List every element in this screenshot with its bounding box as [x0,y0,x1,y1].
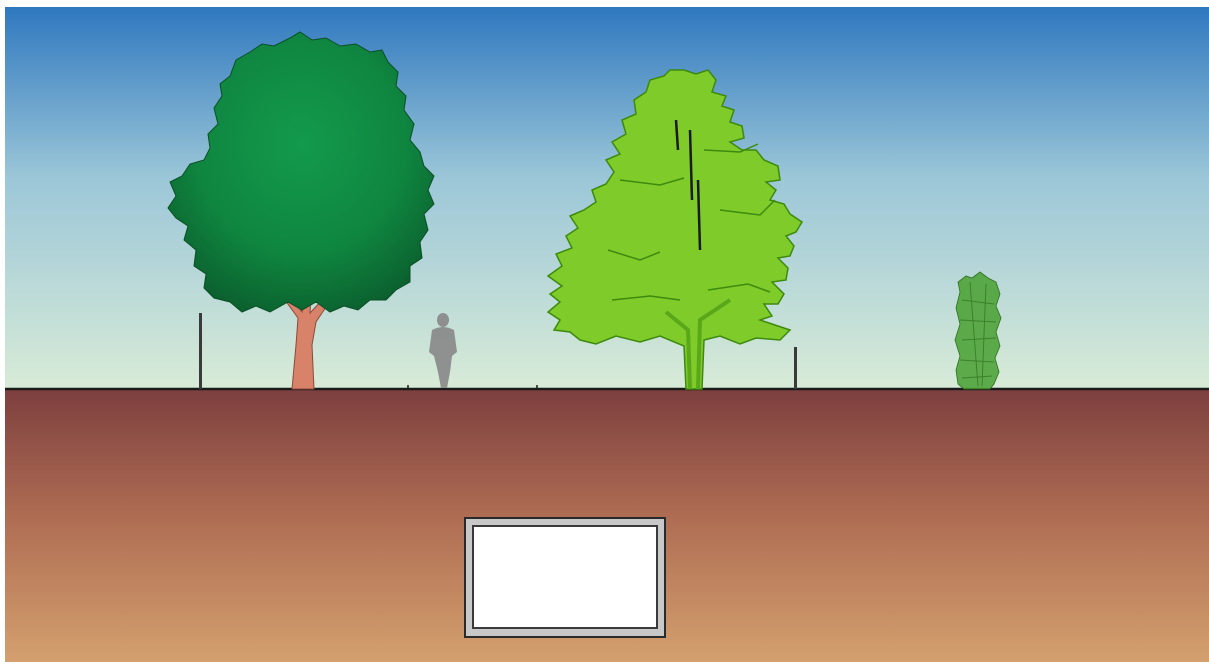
post-right-icon [794,347,797,389]
post-left-icon [199,313,202,389]
columnar-shrub-icon [955,272,1001,389]
underground-box-icon [464,517,666,638]
